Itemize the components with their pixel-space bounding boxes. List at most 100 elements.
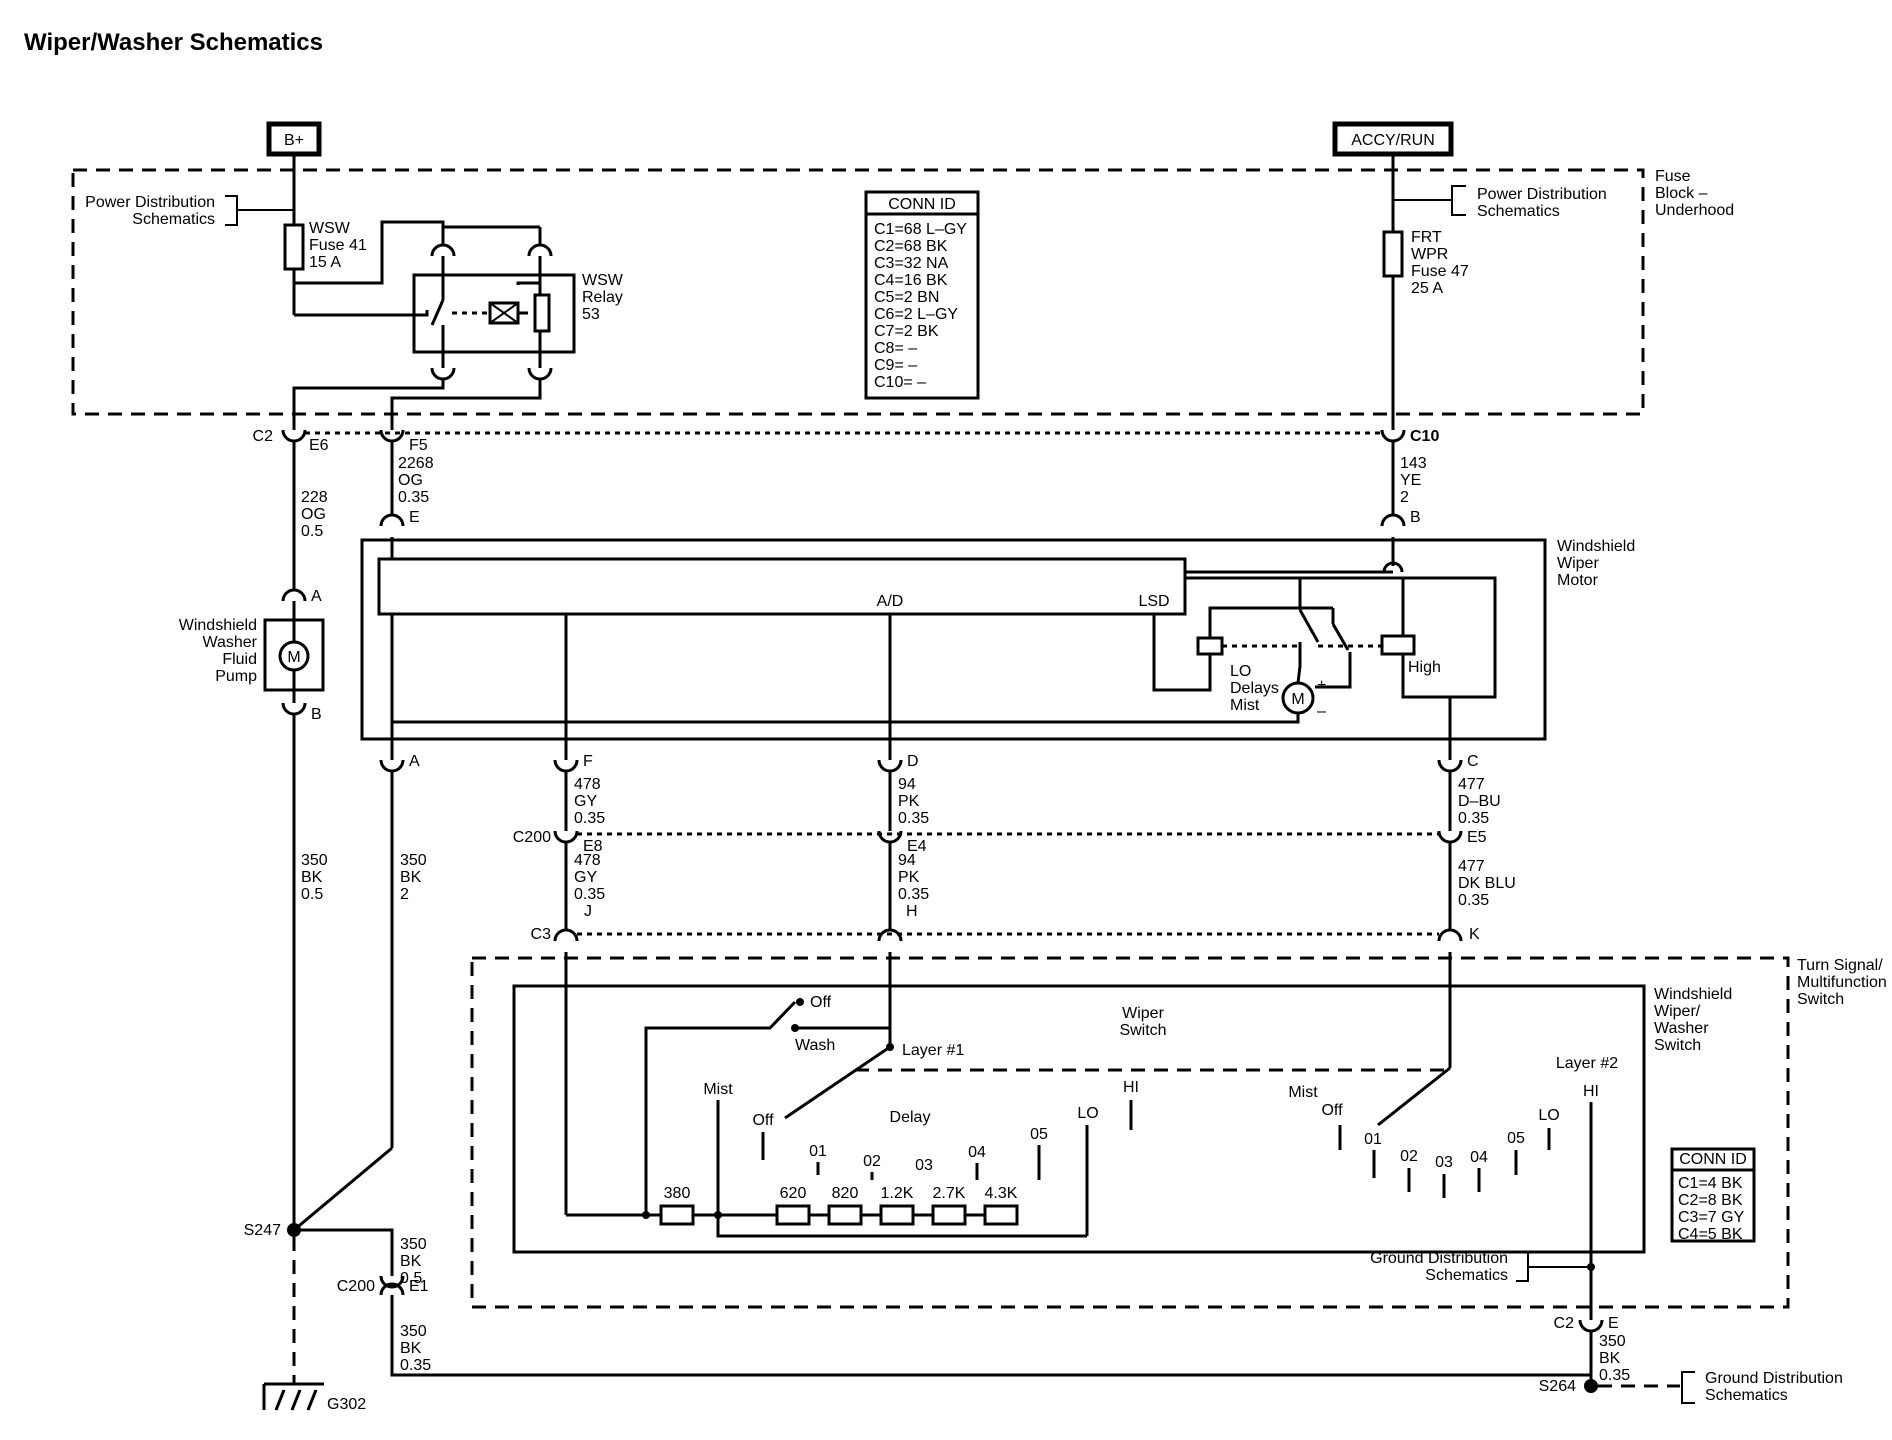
wiper-motor-box <box>360 538 1547 741</box>
svg-text:C1=68 L–GY: C1=68 L–GY <box>874 221 967 238</box>
svg-text:05: 05 <box>1030 1126 1048 1143</box>
ad-label: A/D <box>877 593 904 610</box>
svg-text:Underhood: Underhood <box>1655 202 1734 219</box>
svg-text:820: 820 <box>832 1185 859 1202</box>
svg-text:C3=7 GY: C3=7 GY <box>1678 1209 1745 1226</box>
svg-text:B: B <box>311 706 322 723</box>
svg-text:D–BU: D–BU <box>1458 793 1501 810</box>
svg-text:Mist: Mist <box>703 1081 733 1098</box>
svg-text:94: 94 <box>898 776 916 793</box>
svg-text:HI: HI <box>1123 1079 1139 1096</box>
svg-text:0.35: 0.35 <box>400 1357 431 1374</box>
svg-text:+: + <box>1317 677 1326 694</box>
svg-text:Mist: Mist <box>1288 1084 1318 1101</box>
svg-text:C9= –: C9= – <box>874 357 917 374</box>
frt-wpr-fuse-47: FRT WPR Fuse 47 25 A <box>1382 229 1469 297</box>
svg-text:J: J <box>584 903 592 920</box>
wire-143-label: 143 YE 2 <box>1400 455 1427 506</box>
svg-text:CONN ID: CONN ID <box>888 196 956 213</box>
svg-text:E1: E1 <box>409 1278 429 1295</box>
svg-text:478: 478 <box>574 776 601 793</box>
conn-f5: F5 <box>409 437 428 454</box>
svg-text:D: D <box>907 753 919 770</box>
wire-94-b: 94 PK 0.35 H <box>898 852 929 920</box>
svg-text:Schematics: Schematics <box>1477 203 1560 220</box>
fuse-block-box <box>71 168 1645 416</box>
svg-text:–: – <box>1317 703 1326 720</box>
svg-text:15 A: 15 A <box>309 254 341 271</box>
svg-text:A: A <box>409 753 420 770</box>
ground-dist-ref-inner: Ground Distribution Schematics <box>1370 1250 1591 1284</box>
svg-text:DK BLU: DK BLU <box>1458 875 1516 892</box>
svg-text:Motor: Motor <box>1557 572 1599 589</box>
svg-text:228: 228 <box>301 489 328 506</box>
svg-text:4.3K: 4.3K <box>985 1185 1018 1202</box>
svg-text:0.35: 0.35 <box>1458 810 1489 827</box>
svg-text:C3: C3 <box>531 926 552 943</box>
wire-477-a: 477 D–BU 0.35 <box>1458 776 1501 827</box>
svg-text:Wiper: Wiper <box>1122 1005 1164 1022</box>
svg-text:BK: BK <box>301 869 323 886</box>
svg-text:WSW: WSW <box>309 220 351 237</box>
conn-c2-top: C2 <box>253 428 274 445</box>
motor-lo-delays-mist: LO Delays Mist <box>1230 663 1279 714</box>
svg-text:YE: YE <box>1400 472 1421 489</box>
svg-text:Windshield: Windshield <box>179 617 257 634</box>
svg-text:Washer: Washer <box>1654 1020 1709 1037</box>
svg-text:E4: E4 <box>907 838 927 855</box>
svg-text:S247: S247 <box>244 1222 281 1239</box>
svg-text:LO: LO <box>1538 1107 1559 1124</box>
svg-text:OG: OG <box>398 472 423 489</box>
motor-high-label: High <box>1408 659 1441 676</box>
accy-run-label: ACCY/RUN <box>1351 132 1435 149</box>
conn-id-table-bottom: CONN ID C1=4 BK C2=8 BK C3=7 GY C4=5 BK <box>1670 1147 1756 1243</box>
svg-text:S264: S264 <box>1539 1378 1576 1395</box>
svg-text:Schematics: Schematics <box>132 211 215 228</box>
svg-text:Power Distribution: Power Distribution <box>1477 186 1607 203</box>
svg-text:0.35: 0.35 <box>898 810 929 827</box>
svg-text:03: 03 <box>1435 1154 1453 1171</box>
b-plus-label: B+ <box>284 132 304 149</box>
svg-text:Fuse: Fuse <box>1655 168 1691 185</box>
svg-text:E: E <box>409 509 420 526</box>
svg-text:E8: E8 <box>583 838 603 855</box>
wire-478-a: 478 GY 0.35 <box>574 776 605 827</box>
svg-text:02: 02 <box>1400 1148 1418 1165</box>
svg-text:LO: LO <box>1230 663 1251 680</box>
svg-text:350: 350 <box>1599 1333 1626 1350</box>
svg-text:WPR: WPR <box>1411 246 1448 263</box>
washer-switch-label: Windshield Wiper/ Washer Switch <box>1654 986 1732 1054</box>
svg-text:1.2K: 1.2K <box>881 1185 914 1202</box>
ground-g302: G302 <box>262 1382 366 1413</box>
svg-text:K: K <box>1469 926 1480 943</box>
svg-text:03: 03 <box>915 1157 933 1174</box>
svg-text:Wash: Wash <box>795 1037 835 1054</box>
lsd-label: LSD <box>1138 593 1169 610</box>
svg-text:Windshield: Windshield <box>1557 538 1635 555</box>
svg-text:Off: Off <box>810 994 832 1011</box>
svg-text:0.35: 0.35 <box>398 489 429 506</box>
svg-text:0.5: 0.5 <box>400 1270 422 1287</box>
svg-text:BK: BK <box>400 1340 422 1357</box>
wiper-motor-module <box>377 557 1187 616</box>
conn-c10: C10 <box>1410 428 1439 445</box>
svg-text:2: 2 <box>400 886 409 903</box>
svg-text:M: M <box>1291 691 1304 708</box>
b-plus-source: B+ <box>266 121 322 157</box>
svg-text:PK: PK <box>898 869 920 886</box>
wire-228-label: 228 OG 0.5 <box>301 489 328 540</box>
wsw-fuse-41: WSW Fuse 41 15 A <box>283 220 367 271</box>
svg-text:BK: BK <box>1599 1350 1621 1367</box>
washer-pump-label: Windshield Washer Fluid Pump <box>179 617 258 685</box>
svg-text:Layer #1: Layer #1 <box>902 1042 964 1059</box>
svg-text:HI: HI <box>1583 1083 1599 1100</box>
svg-text:Delay: Delay <box>890 1109 931 1126</box>
svg-text:Off: Off <box>752 1112 774 1129</box>
svg-text:477: 477 <box>1458 858 1485 875</box>
turn-signal-switch-label: Turn Signal/ Multifunction Switch <box>1797 957 1887 1008</box>
svg-text:A: A <box>311 588 322 605</box>
svg-text:BK: BK <box>400 1253 422 1270</box>
svg-text:GY: GY <box>574 793 597 810</box>
svg-text:02: 02 <box>863 1153 881 1170</box>
